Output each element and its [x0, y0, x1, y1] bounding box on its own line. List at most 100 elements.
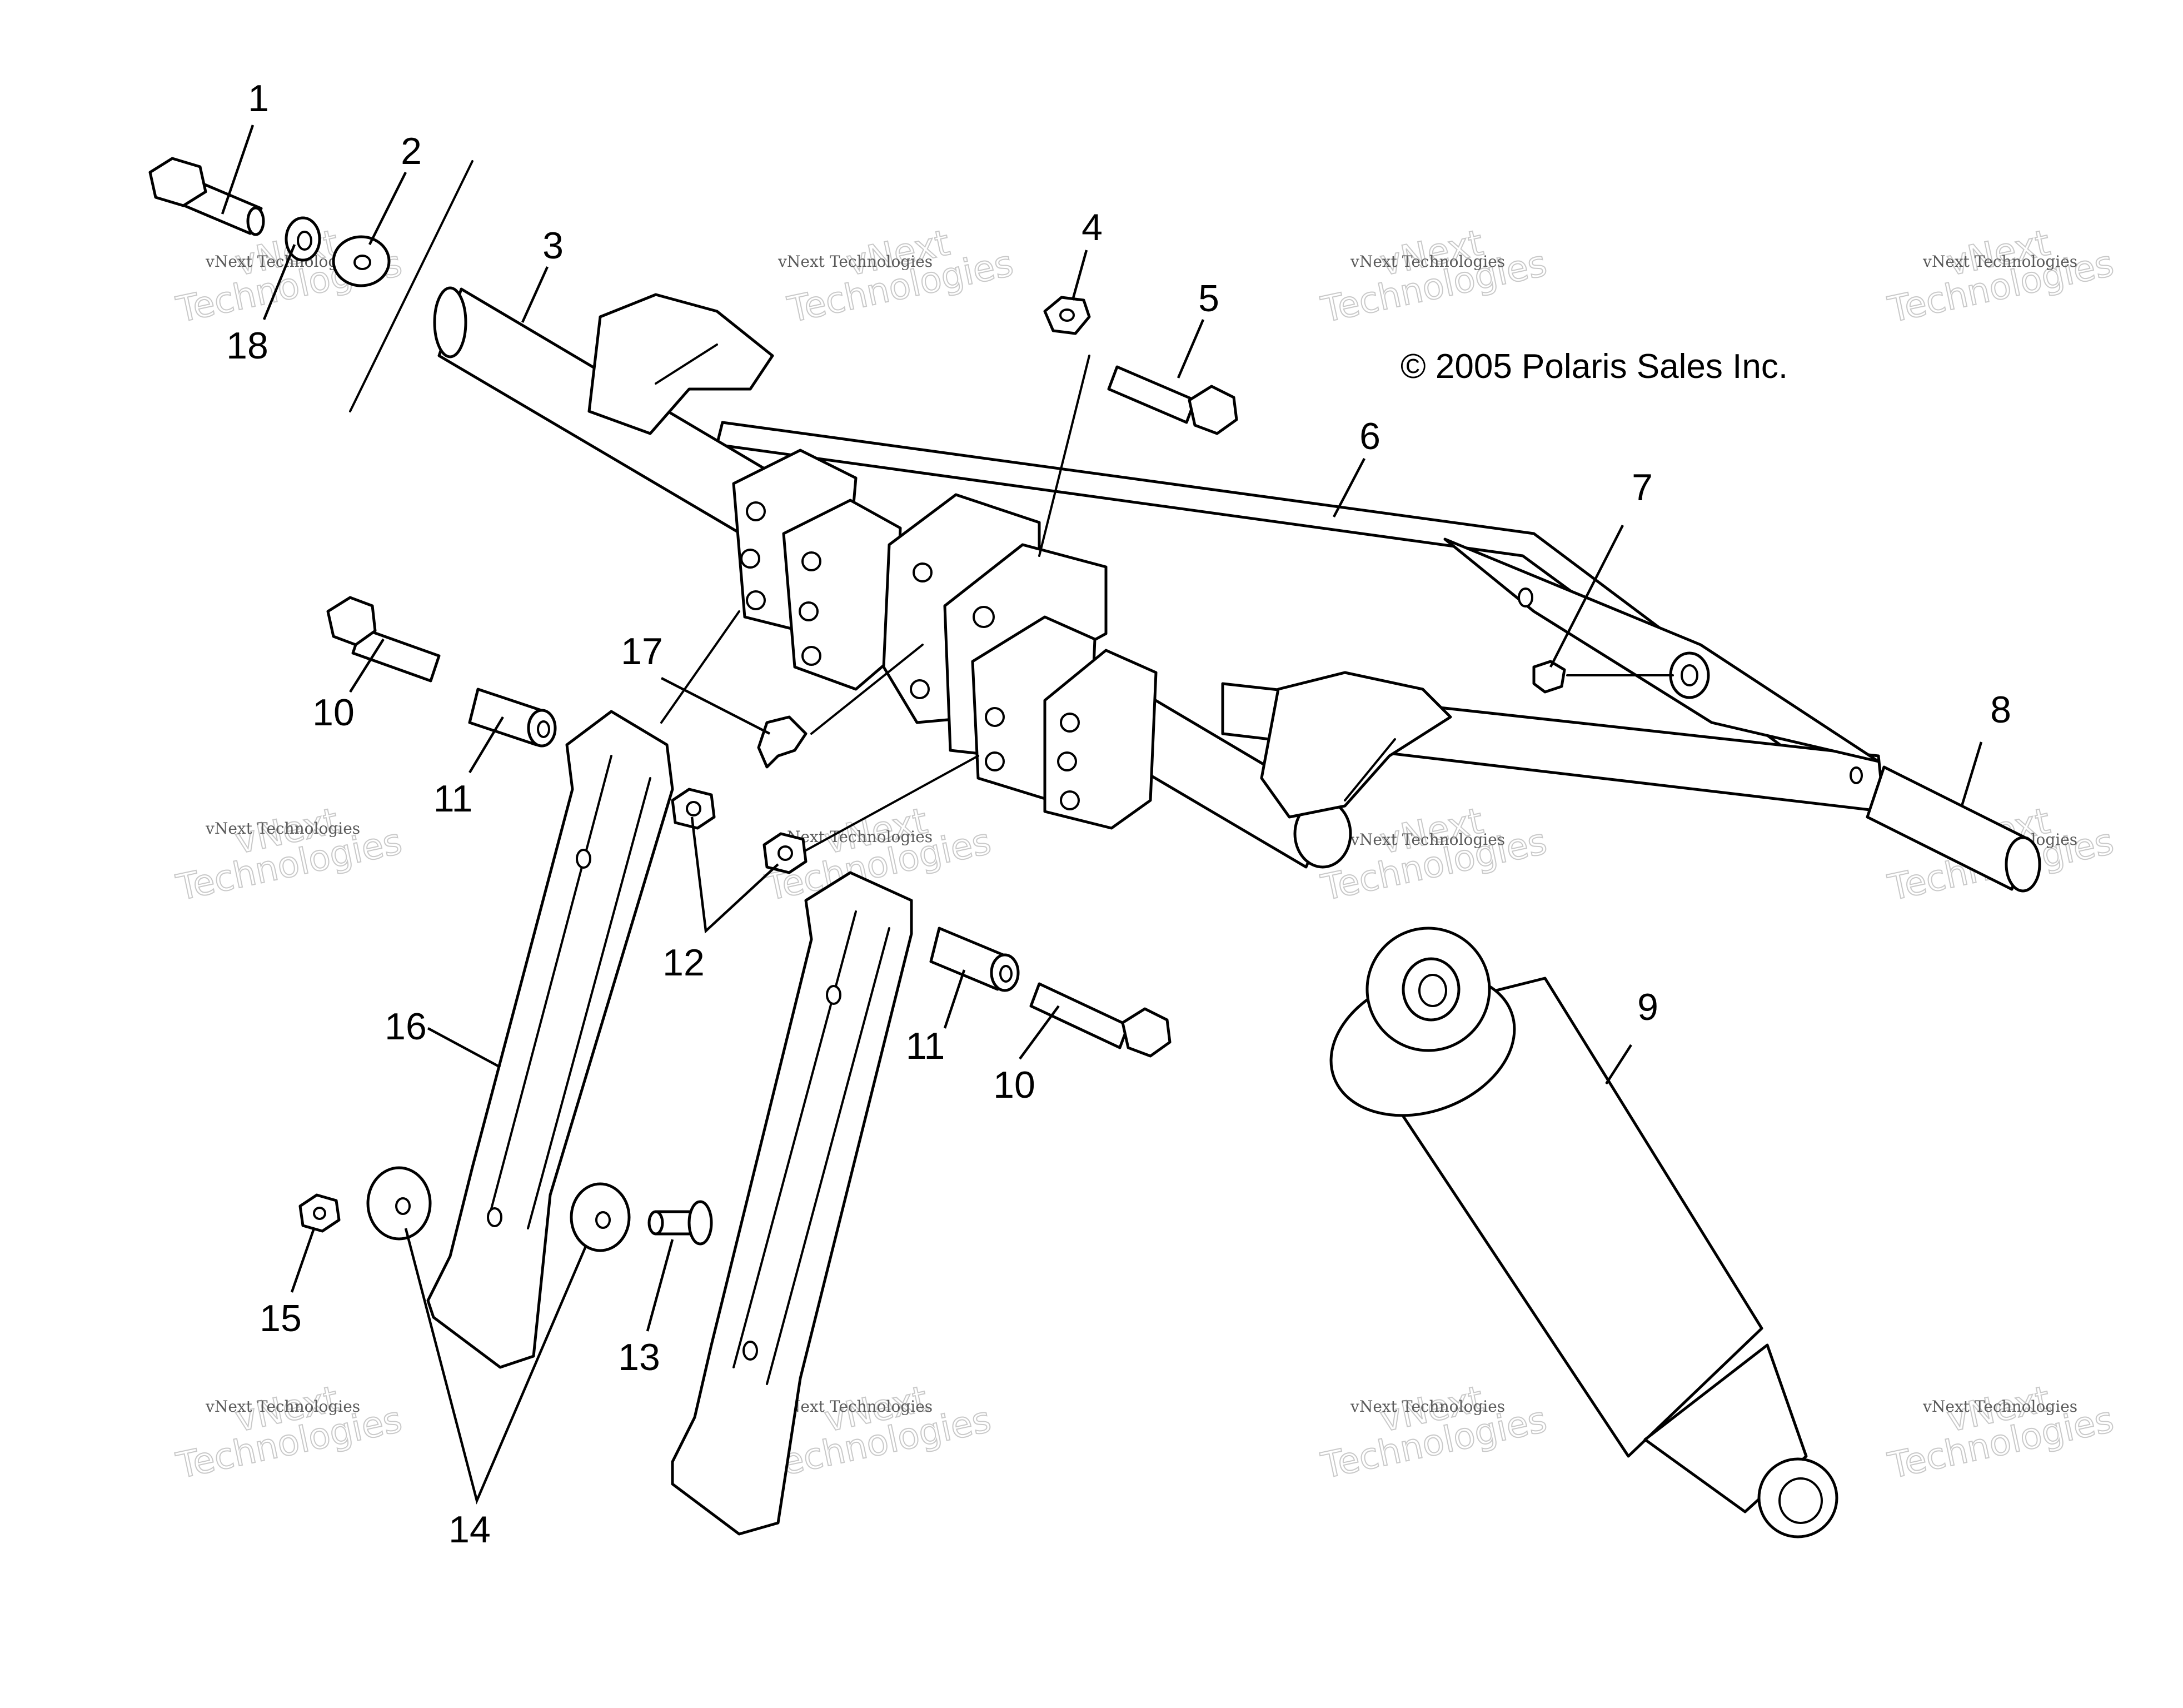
pin-13 — [647, 1200, 713, 1246]
axis-line — [1038, 355, 1090, 557]
leader-8 — [1960, 741, 1983, 806]
callout-13: 13 — [618, 1336, 660, 1378]
callout-11-lower: 11 — [906, 1025, 945, 1067]
brace-hole — [1850, 766, 1863, 784]
leader-3 — [521, 266, 549, 323]
leader-lines — [221, 125, 1983, 1505]
nut-12-a-hole — [686, 801, 701, 816]
plate-hole — [910, 679, 930, 699]
watermark-small: vNext Technologies — [777, 1397, 933, 1416]
swing-arm-lower-hole — [826, 985, 841, 1005]
plate-hole — [985, 707, 1005, 727]
watermark-small: vNext Technologies — [1922, 1397, 2077, 1416]
leader-12 — [690, 816, 779, 934]
swing-arm-lower-body — [671, 871, 913, 1536]
watermark-small: vNext Technologies — [1350, 1397, 1505, 1416]
callout-14: 14 — [448, 1508, 491, 1551]
callout-10-upper: 10 — [312, 691, 355, 734]
main-tube-end — [433, 286, 467, 358]
nut-4 — [1043, 296, 1091, 335]
right-tube-end — [1866, 765, 2030, 891]
washer-14-b — [570, 1182, 631, 1252]
callout-7: 7 — [1632, 466, 1653, 509]
washer-2-hole — [353, 255, 371, 270]
plate-hole — [985, 751, 1005, 771]
plate-hole — [1060, 790, 1080, 810]
swing-arm-lower-hole — [742, 1341, 758, 1361]
callout-1: 1 — [248, 77, 269, 119]
nut-12-b — [762, 832, 808, 874]
grease-fitting-17 — [757, 715, 808, 769]
copyright-notice: © 2005 Polaris Sales Inc. — [1400, 347, 1788, 386]
swing-arm-16-edge — [488, 755, 612, 1218]
swing-arm-16-edge — [527, 777, 651, 1229]
leader-11b — [943, 969, 966, 1029]
watermark-9: vNext Technologies — [172, 1378, 406, 1487]
swing-arm-lower-edge — [766, 927, 890, 1385]
fitting-7-body — [1532, 660, 1566, 694]
watermark-small: vNext Technologies — [777, 252, 933, 271]
callout-15: 15 — [260, 1297, 302, 1339]
washer-14-a — [366, 1166, 432, 1241]
washer-18-hole — [297, 231, 312, 251]
right-bracket-slot — [1344, 738, 1396, 801]
sleeve-11-hole — [537, 720, 550, 738]
watermark-12: vNext Technologies — [1884, 1378, 2118, 1487]
washer-18 — [285, 216, 321, 262]
callout-12: 12 — [662, 942, 705, 984]
plate-hole — [799, 601, 819, 621]
callout-3: 3 — [542, 225, 564, 267]
bolt-5-head — [1188, 385, 1238, 435]
swing-arm-16 — [426, 710, 674, 1369]
watermark-4: vNext Technologies — [1884, 222, 2118, 331]
bolt-1 — [148, 157, 265, 236]
watermark-small: vNext Technologies — [205, 1397, 360, 1416]
swing-arm-16-hole — [487, 1207, 502, 1227]
shock-9-rod-housing — [1643, 1343, 1808, 1513]
leader-10a — [349, 638, 385, 693]
right-bracket-loop — [1260, 671, 1452, 819]
nut-15-hole — [313, 1207, 326, 1220]
watermark-small: vNext Technologies — [1350, 252, 1505, 271]
leader-10b — [1019, 1005, 1060, 1060]
watermark-3: vNext Technologies — [1317, 222, 1551, 331]
swing-arm-16-body — [426, 710, 674, 1369]
callout-11-upper: 11 — [433, 778, 473, 820]
swing-arm-16-hole — [576, 849, 591, 869]
leader-13 — [646, 1239, 674, 1332]
brace-hole — [1518, 587, 1533, 607]
pivot-plate-right-2 — [1043, 649, 1158, 830]
callout-10-lower: 10 — [993, 1064, 1035, 1106]
callout-18: 18 — [226, 325, 268, 367]
watermark-small: vNext Technologies — [205, 819, 360, 838]
leader-14 — [404, 1228, 588, 1505]
axis-line — [810, 644, 924, 735]
bolt-5-shank — [1107, 365, 1197, 424]
leader-6 — [1333, 457, 1365, 518]
bolt-10-head — [326, 596, 377, 646]
left-bracket-slot — [655, 343, 718, 385]
bolt-1-head — [148, 157, 207, 207]
bolt-10-lower-head — [1121, 1007, 1172, 1058]
callout-16: 16 — [385, 1005, 427, 1048]
leader-7 — [1549, 524, 1624, 668]
leader-15 — [290, 1228, 316, 1293]
fitting-17-body — [757, 715, 808, 769]
axis-line — [349, 160, 474, 412]
nut-15 — [298, 1193, 341, 1233]
callouts: 1 2 3 4 5 6 7 8 9 10 10 11 11 12 13 14 1… — [226, 77, 2011, 1551]
bolt-10-upper — [326, 596, 441, 683]
watermark-small: vNext Technologies — [1350, 830, 1505, 849]
callout-17: 17 — [621, 630, 663, 673]
axis-line — [660, 610, 740, 724]
leader-17 — [660, 676, 771, 735]
watermark-5: vNext Technologies — [172, 800, 406, 909]
watermark-2: vNext Technologies — [784, 222, 1018, 331]
plate-hole — [1057, 751, 1077, 771]
swing-arm-lower — [671, 871, 913, 1536]
watermark-11: vNext Technologies — [1317, 1378, 1551, 1487]
bolt-1-tip — [246, 206, 265, 236]
pin-13-end — [647, 1210, 664, 1236]
plate-hole — [801, 646, 821, 666]
plate-hole — [801, 551, 821, 571]
